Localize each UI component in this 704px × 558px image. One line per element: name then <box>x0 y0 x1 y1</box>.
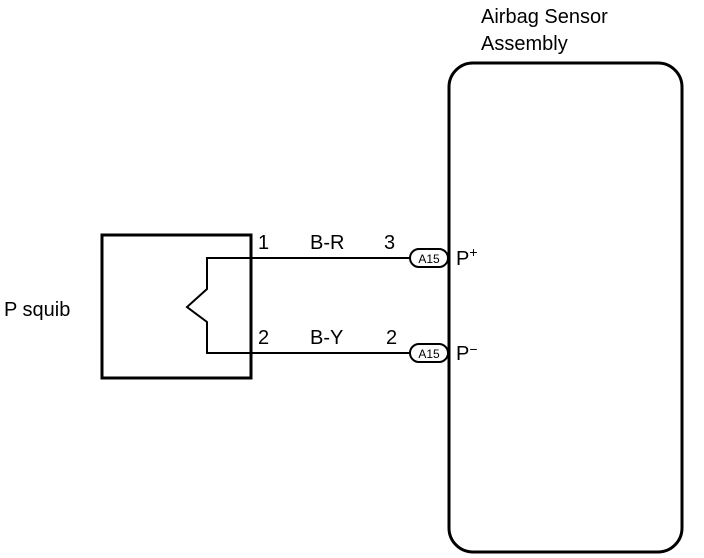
squib-element-symbol <box>185 257 250 354</box>
wire-color-code: B-R <box>310 232 344 254</box>
sensor-assembly-box <box>447 61 684 554</box>
airbag-sensor-assembly: Airbag Sensor Assembly <box>447 6 684 554</box>
p-squib: P squib <box>4 233 253 380</box>
terminal-p-plus: P+ <box>456 244 478 270</box>
terminal-sign-plus: + <box>469 244 477 260</box>
connector-a15-label: A15 <box>418 252 440 266</box>
connector-pin-3: 3 <box>384 232 395 254</box>
wire-color-code: B-Y <box>310 327 343 349</box>
connector-a15-label: A15 <box>418 347 440 361</box>
terminal-sign-minus: − <box>469 341 477 357</box>
squib-pin-2: 2 <box>258 327 269 349</box>
squib-pin-1: 1 <box>258 232 269 254</box>
squib-box <box>100 233 253 380</box>
connector-a15-badge <box>409 248 449 268</box>
sensor-assembly-title-line2: Assembly <box>481 33 568 55</box>
wire-b-y: 2 B-Y 2 A15 P− <box>250 327 478 365</box>
connector-pin-2: 2 <box>386 327 397 349</box>
connector-a15-badge <box>409 343 449 363</box>
terminal-p-minus: P− <box>456 341 478 365</box>
sensor-assembly-title-line1: Airbag Sensor <box>481 6 608 28</box>
squib-label: P squib <box>4 299 70 321</box>
wire-b-r: 1 B-R 3 A15 P+ <box>250 232 478 270</box>
